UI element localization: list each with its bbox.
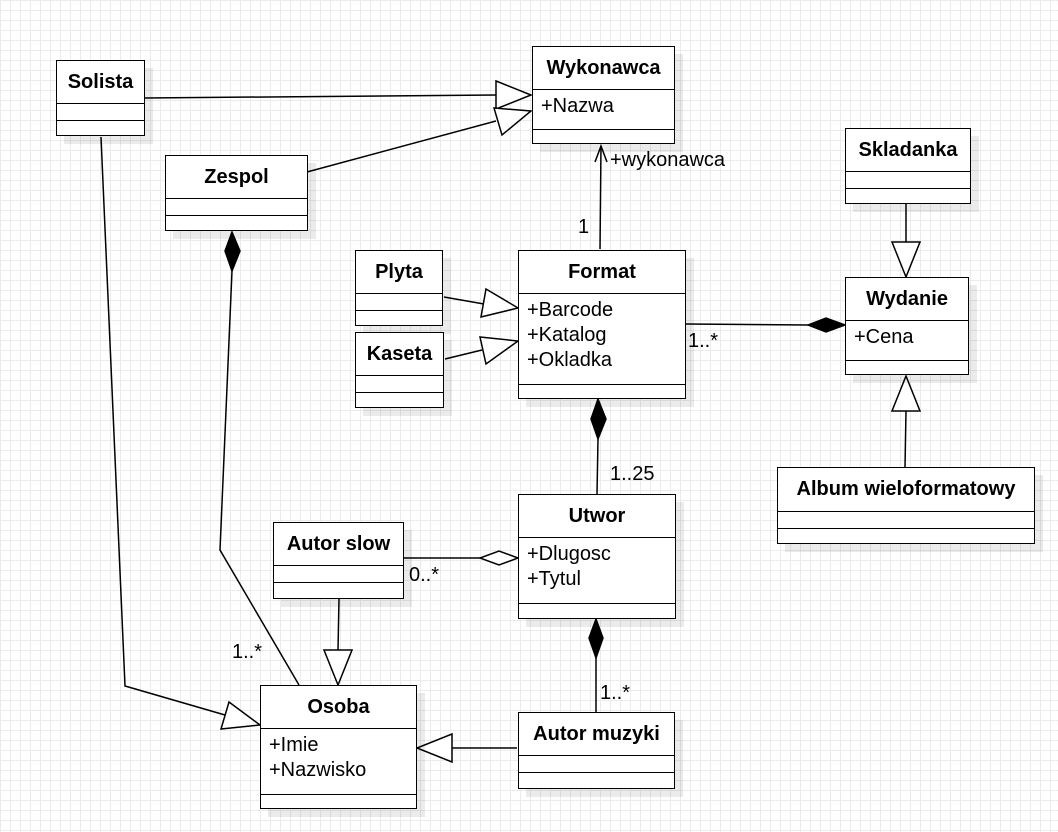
class-name: Skladanka	[846, 129, 970, 172]
edge-autorslow-osoba	[337, 598, 340, 651]
attribute-nazwa: +Nazwa	[541, 95, 614, 117]
class-skladanka[interactable]: Skladanka	[845, 128, 971, 204]
arrowhead-solista-osoba	[219, 700, 262, 730]
class-autor-slow[interactable]: Autor slow	[273, 522, 404, 599]
aggregation-diamond-utwor	[477, 550, 521, 566]
class-attributes	[356, 294, 442, 311]
edge-format-utwor	[596, 438, 599, 495]
multiplicity-format-wydanie: 1..*	[688, 330, 719, 352]
class-plyta[interactable]: Plyta	[355, 250, 443, 326]
class-attributes	[166, 199, 307, 216]
arrowhead-zespol-wykonawca	[492, 107, 533, 137]
class-name: Zespol	[166, 156, 307, 199]
class-utwor[interactable]: Utwor +Dlugosc +Tytul	[518, 494, 676, 619]
attribute-nazwisko: +Nazwisko	[269, 759, 367, 781]
class-name: Autor slow	[274, 523, 403, 566]
class-autor-muzyki[interactable]: Autor muzyki	[518, 712, 675, 789]
class-name: Osoba	[261, 686, 416, 729]
class-attributes	[274, 566, 403, 583]
class-operations	[166, 216, 307, 230]
class-operations	[356, 393, 443, 407]
role-label-wykonawca: +wykonawca	[610, 149, 726, 171]
arrowhead-solista-wykonawca	[495, 79, 534, 111]
class-attributes	[57, 104, 144, 121]
edge-zespol-osoba	[219, 270, 300, 686]
class-osoba[interactable]: Osoba +Imie +Nazwisko	[260, 685, 417, 809]
class-attributes: +Cena	[846, 321, 968, 361]
multiplicity-format-wykonawca: 1	[578, 216, 590, 238]
attribute-katalog: +Katalog	[527, 324, 607, 346]
class-album-wieloformatowy[interactable]: Album wieloformatowy	[777, 467, 1035, 544]
class-attributes	[778, 512, 1034, 529]
class-operations	[356, 311, 442, 325]
multiplicity-autorslow-utwor: 0..*	[409, 564, 440, 586]
edge-zespol-wykonawca	[306, 120, 497, 173]
class-name: Album wieloformatowy	[778, 468, 1034, 512]
edge-format-wykonawca	[599, 145, 602, 250]
class-operations	[519, 773, 674, 788]
class-attributes: +Dlugosc +Tytul	[519, 538, 675, 604]
class-name: Solista	[57, 61, 144, 104]
class-attributes	[846, 172, 970, 189]
class-zespol[interactable]: Zespol	[165, 155, 308, 231]
class-name: Wydanie	[846, 278, 968, 321]
class-name: Plyta	[356, 251, 442, 294]
arrowhead-skladanka-wydanie	[890, 241, 922, 280]
edge-kaseta-format	[444, 349, 483, 360]
multiplicity-utwor-autormuzyki: 1..*	[600, 682, 631, 704]
class-wykonawca[interactable]: Wykonawca +Nazwa	[532, 46, 675, 144]
class-kaseta[interactable]: Kaseta	[355, 332, 444, 408]
class-format[interactable]: Format +Barcode +Katalog +Okladka	[518, 250, 686, 399]
edge-plyta-format	[443, 296, 485, 305]
arrowhead-kaseta-format	[479, 336, 521, 366]
edge-solista-wykonawca	[144, 94, 497, 99]
edge-format-wydanie	[685, 323, 809, 326]
composition-diamond-format	[590, 396, 607, 442]
attribute-tytul: +Tytul	[527, 568, 581, 590]
attribute-dlugosc: +Dlugosc	[527, 543, 611, 565]
class-operations	[519, 385, 685, 398]
class-name: Autor muzyki	[519, 713, 674, 756]
class-attributes	[356, 376, 443, 393]
class-attributes	[519, 756, 674, 773]
edge-solista-osoba	[100, 136, 226, 716]
class-attributes: +Barcode +Katalog +Okladka	[519, 294, 685, 385]
multiplicity-zespol-osoba: 1..*	[232, 641, 263, 663]
class-wydanie[interactable]: Wydanie +Cena	[845, 277, 969, 375]
attribute-cena: +Cena	[854, 326, 914, 348]
class-name: Utwor	[519, 495, 675, 538]
attribute-imie: +Imie	[269, 734, 319, 756]
class-operations	[778, 529, 1034, 543]
class-operations	[274, 583, 403, 598]
multiplicity-format-utwor: 1..25	[610, 463, 655, 485]
class-name: Format	[519, 251, 685, 294]
composition-diamond-utwor	[588, 616, 604, 661]
class-operations	[846, 189, 970, 203]
class-operations	[846, 361, 968, 374]
class-name: Wykonawca	[533, 47, 674, 90]
class-solista[interactable]: Solista	[56, 60, 145, 136]
attribute-okladka: +Okladka	[527, 349, 613, 371]
class-operations	[261, 795, 416, 808]
composition-diamond-wydanie	[805, 317, 848, 333]
class-operations	[57, 121, 144, 135]
attribute-barcode: +Barcode	[527, 299, 614, 321]
class-operations	[533, 130, 674, 143]
arrowhead-album-wydanie	[890, 373, 922, 412]
arrowhead-autormuzyki-osoba	[414, 732, 453, 764]
class-attributes: +Imie +Nazwisko	[261, 729, 416, 795]
edge-album-wydanie	[904, 410, 907, 468]
class-name: Kaseta	[356, 333, 443, 376]
class-operations	[519, 604, 675, 618]
arrowhead-format-wykonawca	[594, 143, 608, 163]
class-attributes: +Nazwa	[533, 90, 674, 130]
composition-diamond-zespol	[224, 229, 241, 274]
arrowhead-plyta-format	[480, 287, 520, 319]
arrowhead-autorslow-osoba	[322, 649, 354, 688]
